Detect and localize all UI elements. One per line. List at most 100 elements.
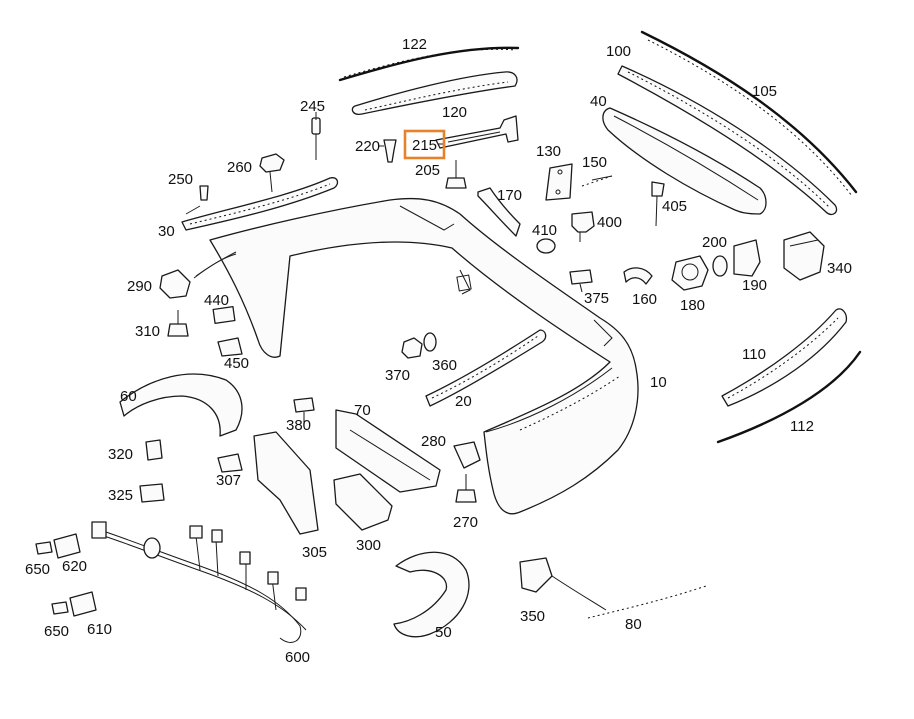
callout-150[interactable]: 150 xyxy=(582,154,607,171)
part-450-clip[interactable] xyxy=(217,337,243,357)
part-280-clip[interactable] xyxy=(453,441,481,469)
callout-100[interactable]: 100 xyxy=(606,43,631,60)
callout-360[interactable]: 360 xyxy=(432,357,457,374)
callout-370[interactable]: 370 xyxy=(385,367,410,384)
callout-650-upper[interactable]: 650 xyxy=(25,561,50,578)
callout-375[interactable]: 375 xyxy=(584,290,609,307)
part-80-strip[interactable] xyxy=(587,585,707,619)
callout-70[interactable]: 70 xyxy=(354,402,371,419)
callout-610[interactable]: 610 xyxy=(87,621,112,638)
callout-170[interactable]: 170 xyxy=(497,187,522,204)
part-215-bracket[interactable] xyxy=(435,115,519,149)
callout-450[interactable]: 450 xyxy=(224,355,249,372)
callout-110[interactable]: 110 xyxy=(742,346,766,363)
callout-20[interactable]: 20 xyxy=(455,393,472,410)
part-122-trim-strip[interactable] xyxy=(338,46,520,82)
callout-307[interactable]: 307 xyxy=(216,472,241,489)
part-405-rivet[interactable] xyxy=(651,181,665,227)
callout-160[interactable]: 160 xyxy=(632,291,657,308)
callout-380[interactable]: 380 xyxy=(286,417,311,434)
part-112-strip[interactable] xyxy=(716,350,862,444)
part-380-bolt[interactable] xyxy=(293,397,315,424)
part-205-screw[interactable] xyxy=(445,160,467,189)
callout-280[interactable]: 280 xyxy=(421,433,446,450)
part-170-bracket[interactable] xyxy=(477,187,521,237)
callout-310[interactable]: 310 xyxy=(135,323,160,340)
callout-305[interactable]: 305 xyxy=(302,544,327,561)
part-70-bracket[interactable] xyxy=(335,409,441,493)
callout-600[interactable]: 600 xyxy=(285,649,310,666)
callout-190[interactable]: 190 xyxy=(742,277,767,294)
callout-180[interactable]: 180 xyxy=(680,297,705,314)
part-410-grommet[interactable] xyxy=(536,238,556,254)
part-110-trim[interactable] xyxy=(721,308,848,407)
callout-130[interactable]: 130 xyxy=(536,143,561,160)
callout-30[interactable]: 30 xyxy=(158,223,175,240)
callout-50[interactable]: 50 xyxy=(435,624,452,641)
callout-40[interactable]: 40 xyxy=(590,93,607,110)
part-305-bracket[interactable] xyxy=(253,431,319,535)
part-650-plug-lower[interactable] xyxy=(51,601,69,615)
part-120-trim-cover[interactable] xyxy=(351,71,518,115)
part-200-ring[interactable] xyxy=(712,255,728,277)
part-375-screw[interactable] xyxy=(569,269,593,293)
callout-400[interactable]: 400 xyxy=(597,214,622,231)
part-307-clip[interactable] xyxy=(217,453,243,473)
part-220-clip[interactable] xyxy=(383,139,397,163)
part-610-connector[interactable] xyxy=(69,591,97,617)
callout-205[interactable]: 205 xyxy=(415,162,440,179)
callout-220[interactable]: 220 xyxy=(355,138,380,155)
callout-340[interactable]: 340 xyxy=(827,260,852,277)
callout-300[interactable]: 300 xyxy=(356,537,381,554)
part-400-clip[interactable] xyxy=(571,211,595,242)
callout-112[interactable]: 112 xyxy=(790,418,814,435)
part-325-clip[interactable] xyxy=(139,483,165,503)
part-105-strip[interactable] xyxy=(640,30,858,197)
callout-60[interactable]: 60 xyxy=(120,388,137,405)
callout-105[interactable]: 105 xyxy=(752,83,777,100)
callout-620[interactable]: 620 xyxy=(62,558,87,575)
part-310-screw[interactable] xyxy=(167,310,189,337)
part-260-bolt[interactable] xyxy=(259,153,285,193)
callout-80[interactable]: 80 xyxy=(625,616,642,633)
callout-405[interactable]: 405 xyxy=(662,198,687,215)
part-650-plug-upper[interactable] xyxy=(35,541,53,555)
callout-245[interactable]: 245 xyxy=(300,98,325,115)
part-440-clip[interactable] xyxy=(212,306,236,324)
callout-325[interactable]: 325 xyxy=(108,487,133,504)
callout-650-lower[interactable]: 650 xyxy=(44,623,69,640)
callout-320[interactable]: 320 xyxy=(108,446,133,463)
callout-410[interactable]: 410 xyxy=(532,222,557,239)
part-250-pin[interactable] xyxy=(199,185,209,201)
part-40-impact-absorber[interactable] xyxy=(602,107,767,215)
part-20-support[interactable] xyxy=(425,329,547,407)
part-180-sensor[interactable] xyxy=(671,255,709,291)
part-360-washer[interactable] xyxy=(423,332,437,352)
part-270-screw[interactable] xyxy=(455,474,477,503)
part-600-wiring-harness[interactable] xyxy=(99,525,307,643)
part-340-bracket[interactable] xyxy=(783,231,825,281)
part-130-bracket[interactable] xyxy=(545,163,573,201)
callout-122[interactable]: 122 xyxy=(402,36,427,53)
callout-260[interactable]: 260 xyxy=(227,159,252,176)
part-245-pin[interactable] xyxy=(311,117,321,160)
part-10-bumper-cover[interactable] xyxy=(209,197,639,515)
callout-270[interactable]: 270 xyxy=(453,514,478,531)
callout-250[interactable]: 250 xyxy=(168,171,193,188)
part-370-nut[interactable] xyxy=(401,337,423,359)
callout-120[interactable]: 120 xyxy=(442,104,467,121)
part-190-holder[interactable] xyxy=(733,239,761,277)
part-60-wheel-liner[interactable] xyxy=(119,373,243,437)
part-620-connector[interactable] xyxy=(53,521,107,559)
callout-200[interactable]: 200 xyxy=(702,234,727,251)
part-300-bracket[interactable] xyxy=(333,473,393,531)
part-320-clip[interactable] xyxy=(145,439,163,461)
callout-10[interactable]: 10 xyxy=(650,374,667,391)
callout-290[interactable]: 290 xyxy=(127,278,152,295)
callout-350[interactable]: 350 xyxy=(520,608,545,625)
part-100-strip[interactable] xyxy=(617,65,838,216)
callout-215[interactable]: 215 xyxy=(412,137,437,154)
callout-440[interactable]: 440 xyxy=(204,292,229,309)
part-30-strip[interactable] xyxy=(181,177,339,231)
part-50-wheel-liner[interactable] xyxy=(393,551,470,638)
